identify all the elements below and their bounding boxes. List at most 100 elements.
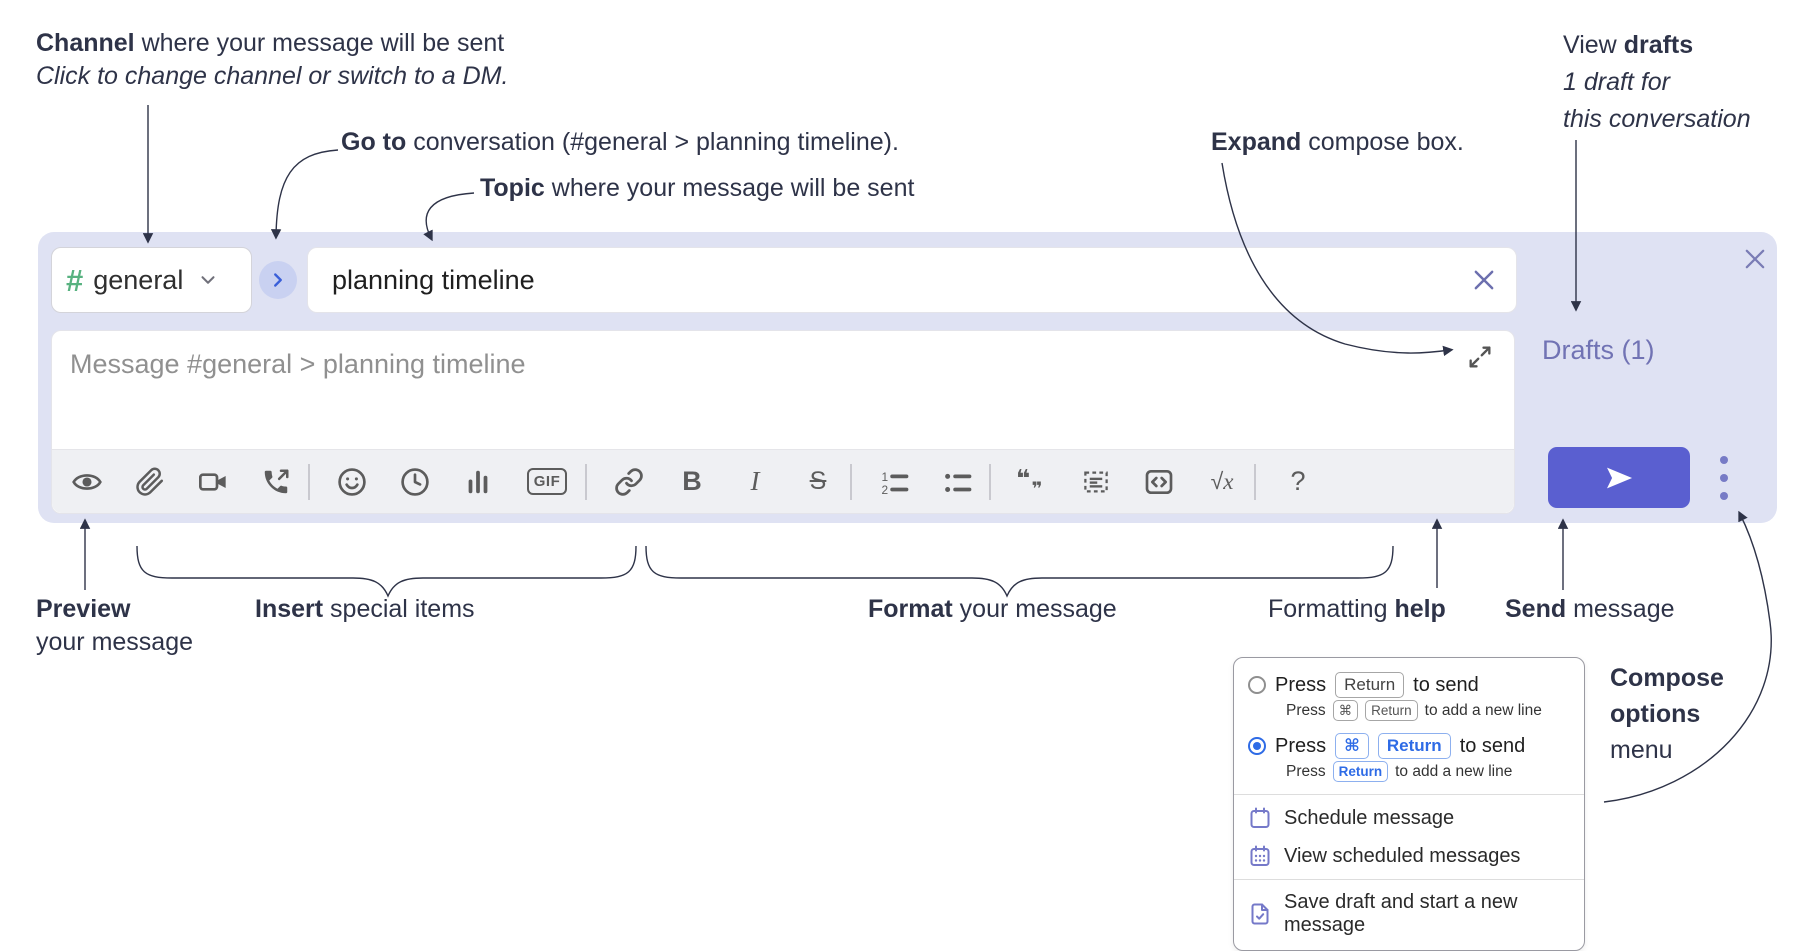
compose-options-bold1: Compose bbox=[1610, 664, 1724, 692]
opt2-press: Press bbox=[1275, 734, 1327, 757]
call-phone-icon[interactable] bbox=[255, 459, 297, 505]
attach-paperclip-icon[interactable] bbox=[129, 459, 171, 505]
return-to-send-option[interactable]: Press Return to send bbox=[1234, 668, 1584, 700]
drafts-annotation-pre: View bbox=[1563, 31, 1624, 59]
save-draft-item[interactable]: Save draft and start a new message bbox=[1234, 884, 1584, 944]
dot bbox=[1720, 492, 1728, 500]
insert-annotation-bold: Insert bbox=[255, 595, 324, 623]
svg-text:2: 2 bbox=[882, 482, 889, 496]
return-key-chip: Return bbox=[1332, 761, 1389, 782]
math-formula-icon[interactable]: √x bbox=[1201, 459, 1243, 505]
poll-bar-chart-icon[interactable] bbox=[457, 459, 499, 505]
dot bbox=[1720, 474, 1728, 482]
send-annotation: Send message bbox=[1505, 593, 1675, 626]
drafts-annotation-line3: this conversation bbox=[1563, 105, 1751, 133]
channel-selector[interactable]: # general bbox=[51, 247, 252, 313]
document-check-icon bbox=[1251, 903, 1269, 925]
bold-icon[interactable]: B bbox=[671, 459, 713, 505]
cmd-return-to-send-option[interactable]: Press ⌘ Return to send bbox=[1234, 729, 1584, 761]
drafts-annotation-line2: 1 draft for bbox=[1563, 68, 1670, 96]
cmd-key-chip: ⌘ bbox=[1335, 733, 1369, 759]
bulleted-list-icon[interactable] bbox=[936, 459, 978, 505]
format-annotation-bold: Format bbox=[868, 595, 953, 623]
opt2-subtext: Press Return to add a new line bbox=[1234, 761, 1584, 790]
insert-annotation-rest: special items bbox=[323, 595, 475, 623]
formatting-help-pre: Formatting bbox=[1268, 595, 1395, 623]
drafts-annotation-bold: drafts bbox=[1623, 31, 1694, 59]
opt2-suffix: to send bbox=[1459, 734, 1526, 757]
formula-glyph: √x bbox=[1210, 468, 1234, 494]
compose-box: # general Message #general > planning ti… bbox=[38, 232, 1777, 523]
expand-annotation-bold: Expand bbox=[1211, 128, 1302, 156]
preview-annotation-bold: Preview bbox=[36, 595, 131, 623]
cmd-key-chip: ⌘ bbox=[1332, 700, 1359, 721]
compose-options-button[interactable] bbox=[1711, 450, 1737, 506]
svg-text:1: 1 bbox=[882, 469, 889, 483]
opt1-sub-press: Press bbox=[1286, 701, 1326, 719]
code-snippet-icon[interactable] bbox=[1138, 459, 1180, 505]
schedule-clock-icon[interactable] bbox=[394, 459, 436, 505]
channel-annotation: Channel where your message will be sent … bbox=[36, 27, 508, 93]
chevron-down-icon bbox=[201, 276, 215, 284]
preview-eye-icon[interactable] bbox=[66, 459, 108, 505]
channel-name: general bbox=[93, 264, 184, 295]
message-input[interactable]: Message #general > planning timeline bbox=[51, 330, 1515, 514]
calendar-grid-icon bbox=[1250, 845, 1270, 866]
topic-annotation-rest: where your message will be sent bbox=[544, 174, 915, 202]
radio-unselected[interactable] bbox=[1248, 676, 1266, 694]
formatting-help-annotation: Formatting help bbox=[1268, 593, 1446, 626]
opt1-sub-rest: to add a new line bbox=[1424, 701, 1542, 719]
close-compose-icon[interactable] bbox=[1741, 245, 1769, 273]
goto-annotation: Go to conversation (#general > planning … bbox=[341, 126, 899, 159]
goto-annotation-bold: Go to bbox=[341, 128, 407, 156]
expand-annotation-rest: compose box. bbox=[1301, 128, 1464, 156]
send-button[interactable] bbox=[1548, 447, 1690, 508]
quote-block-icon[interactable]: ❝❞ bbox=[1012, 459, 1054, 505]
save-draft-label: Save draft and start a new message bbox=[1284, 891, 1518, 936]
format-annotation-rest: your message bbox=[952, 595, 1117, 623]
compose-options-bold2: options bbox=[1610, 700, 1701, 728]
preview-annotation-line2: your message bbox=[36, 628, 194, 656]
text-box-icon[interactable] bbox=[1075, 459, 1117, 505]
send-annotation-bold: Send bbox=[1505, 595, 1567, 623]
expand-compose-icon[interactable] bbox=[1466, 343, 1494, 371]
radio-selected[interactable] bbox=[1248, 737, 1266, 755]
format-brace bbox=[645, 545, 1394, 598]
bold-glyph: B bbox=[682, 466, 702, 496]
opt1-subtext: Press ⌘ Return to add a new line bbox=[1234, 700, 1584, 729]
send-icon bbox=[1607, 467, 1633, 488]
drafts-link[interactable]: Drafts (1) bbox=[1542, 335, 1655, 365]
topic-input[interactable] bbox=[308, 248, 1516, 312]
return-key-chip: Return bbox=[1335, 672, 1405, 698]
toolbar-divider bbox=[308, 463, 310, 500]
italic-icon[interactable]: I bbox=[734, 459, 776, 505]
view-scheduled-label: View scheduled messages bbox=[1284, 844, 1521, 867]
formatting-help-icon[interactable]: ? bbox=[1277, 459, 1319, 505]
goto-annotation-rest: conversation (#general > planning timeli… bbox=[406, 128, 899, 156]
topic-annotation: Topic where your message will be sent bbox=[480, 172, 914, 205]
dot bbox=[1720, 456, 1728, 464]
help-glyph: ? bbox=[1290, 466, 1306, 496]
insert-link-icon[interactable] bbox=[608, 459, 650, 505]
svg-text:❝: ❝ bbox=[1016, 465, 1030, 492]
goto-conversation-button[interactable] bbox=[259, 261, 297, 299]
compose-options-menu: Press Return to send Press ⌘ Return to a… bbox=[1233, 657, 1585, 951]
topic-field bbox=[307, 247, 1517, 313]
opt1-press: Press bbox=[1275, 673, 1327, 696]
schedule-message-label: Schedule message bbox=[1284, 806, 1455, 829]
video-camera-icon[interactable] bbox=[192, 459, 234, 505]
emoji-smiley-icon[interactable] bbox=[331, 459, 373, 505]
clear-topic-icon[interactable] bbox=[1470, 266, 1498, 294]
schedule-message-item[interactable]: Schedule message bbox=[1234, 799, 1584, 837]
channel-annotation-line2: Click to change channel or switch to a D… bbox=[36, 62, 509, 90]
view-scheduled-messages-item[interactable]: View scheduled messages bbox=[1234, 837, 1584, 875]
formatting-help-bold: help bbox=[1394, 595, 1446, 623]
channel-annotation-rest: where your message will be sent bbox=[134, 29, 505, 57]
strikethrough-icon[interactable]: S bbox=[797, 459, 839, 505]
opt1-suffix: to send bbox=[1413, 673, 1479, 696]
gif-picker-icon[interactable]: GIF bbox=[520, 459, 574, 505]
insert-annotation: Insert special items bbox=[255, 593, 475, 626]
preview-annotation: Preview your message bbox=[36, 593, 193, 659]
